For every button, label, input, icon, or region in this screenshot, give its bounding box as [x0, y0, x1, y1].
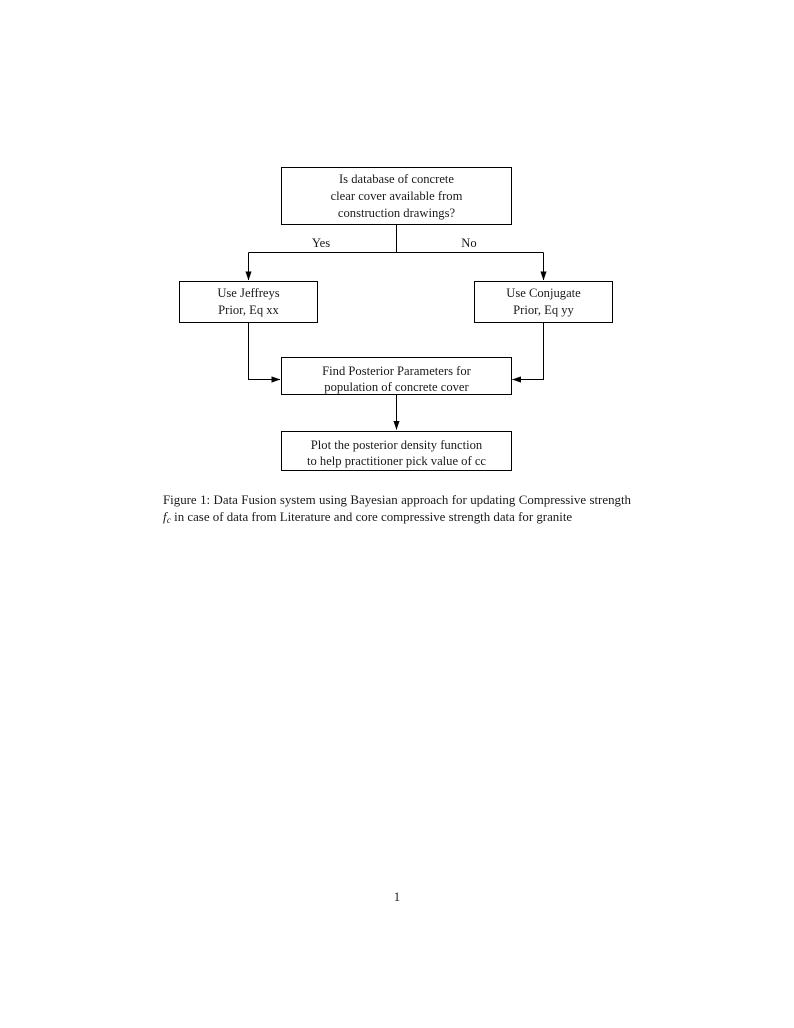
figure-caption: Figure 1: Data Fusion system using Bayes… — [163, 492, 631, 529]
node-plot-line-1: Plot the posterior density function — [311, 438, 483, 452]
figure-caption-label: Figure 1: — [163, 493, 211, 507]
edge-label-yes: Yes — [312, 236, 330, 250]
node-jeffreys-box — [179, 281, 318, 323]
node-find-posterior: Find Posterior Parameters for population… — [281, 357, 512, 395]
node-posterior-line-2: population of concrete cover — [324, 380, 469, 394]
edge-label-no: No — [461, 236, 476, 250]
node-question-line-2: clear cover available from — [331, 189, 463, 203]
node-conjugate-box — [474, 281, 613, 323]
node-question-line-3: construction drawings? — [338, 206, 456, 220]
figure-caption-subscript: c — [166, 515, 171, 526]
node-jeffreys-line-2: Prior, Eq xx — [218, 303, 279, 317]
page-number: 1 — [393, 890, 401, 904]
node-conjugate-line-2: Prior, Eq yy — [513, 303, 574, 317]
figure-caption-variable: f — [163, 510, 167, 525]
figure-1: Is database of concrete clear cover avai… — [0, 0, 794, 490]
connector-conjugate-to-posterior — [512, 322, 544, 383]
connector-jeffreys-to-posterior — [248, 322, 281, 383]
node-plot-box — [281, 431, 512, 471]
flowchart-diagram: Is database of concrete clear cover avai… — [179, 167, 613, 471]
node-question-box — [281, 167, 512, 225]
node-plot-density: Plot the posterior density function to h… — [281, 431, 512, 471]
node-jeffreys-prior: Use Jeffreys Prior, Eq xx — [179, 281, 318, 323]
node-conjugate-prior: Use Conjugate Prior, Eq yy — [474, 281, 613, 323]
node-posterior-box — [281, 357, 512, 395]
figure-caption-text-after: in case of data from Literature and core… — [170, 510, 573, 525]
node-plot-line-2: to help practitioner pick value of cc — [307, 454, 486, 468]
node-jeffreys-line-1: Use Jeffreys — [217, 286, 279, 300]
figure-caption-text-before: Data Fusion system using Bayesian approa… — [210, 493, 631, 507]
node-posterior-line-1: Find Posterior Parameters for — [322, 364, 471, 378]
node-question-line-1: Is database of concrete — [339, 172, 454, 186]
node-conjugate-line-1: Use Conjugate — [506, 286, 581, 300]
node-question: Is database of concrete clear cover avai… — [281, 167, 512, 225]
